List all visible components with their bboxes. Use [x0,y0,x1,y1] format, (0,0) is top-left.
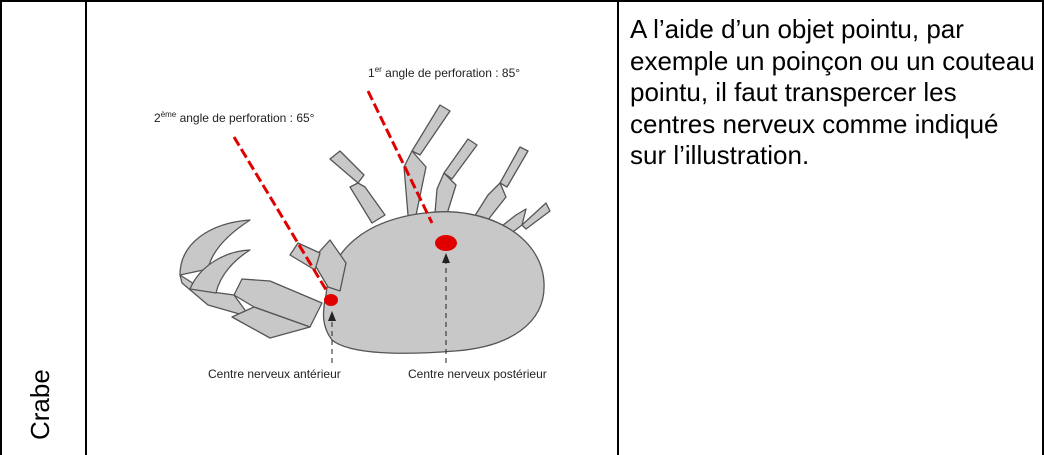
posterior-center-label: Centre nerveux postérieur [408,367,547,381]
perforation-line-1 [368,91,432,223]
column-divider-1 [85,0,87,455]
crab-diagram: 1er angle de perforation : 85° 2ème angl… [150,55,610,395]
table-top-border [0,0,1044,2]
perforation-line-2 [234,137,328,293]
angle-2-label: 2ème angle de perforation : 65° [154,110,315,125]
angle-1-label: 1er angle de perforation : 85° [368,65,520,80]
posterior-nerve-center-marker [435,235,457,251]
crab-illustration: 1er angle de perforation : 85° 2ème angl… [150,55,610,395]
anterior-nerve-center-marker [324,294,338,306]
instruction-text: A l’aide d’un objet pointu, par exemple … [630,14,1040,172]
anterior-center-label: Centre nerveux antérieur [208,367,341,381]
column-divider-2 [617,0,619,455]
table-left-border [0,0,2,455]
species-label: Crabe [25,369,56,440]
